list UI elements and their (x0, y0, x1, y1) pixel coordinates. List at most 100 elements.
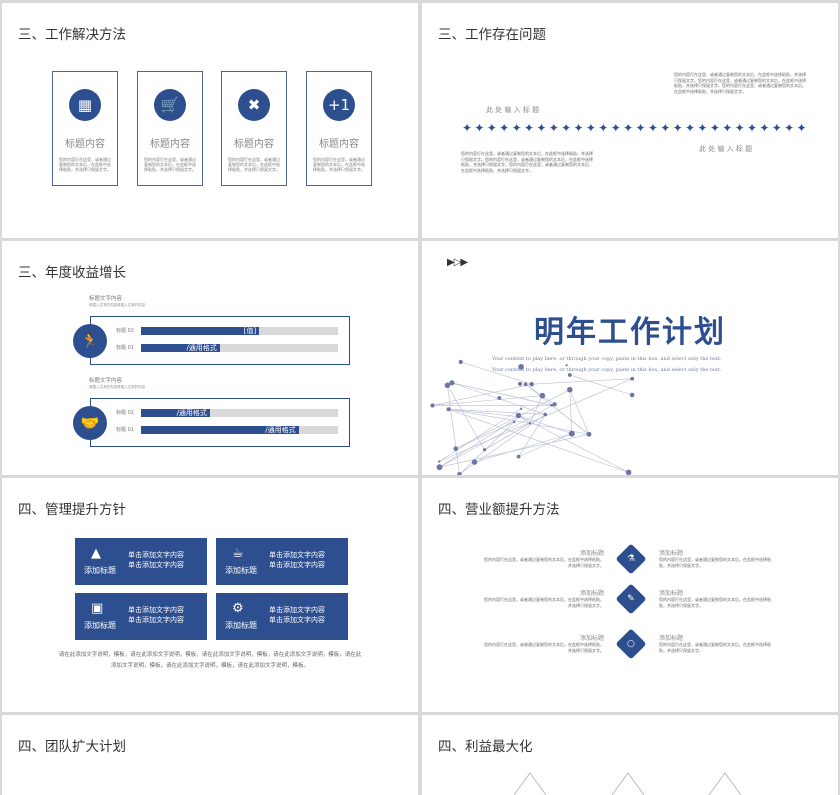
bar-group-box: 标题 02 /通用格式标题 01 /通用格式 (90, 398, 350, 447)
star-icon: ✦ (772, 121, 782, 135)
star-icon: ✦ (722, 121, 732, 135)
item-title: 添加标题 (659, 633, 777, 642)
text-block-top: 您的内容打在这里，或者通过复制您的文本后，在此框中选择粘贴，并选择只保留文字。您… (674, 72, 806, 94)
slide-revenue-methods[interactable]: 四、营业额提升方法 添加标题您的内容打在这里，或者通过复制您的文本后，在此框中选… (422, 478, 838, 712)
card-title: 标题内容 (222, 135, 286, 150)
star-icon: ✦ (673, 121, 683, 135)
network-line (440, 417, 520, 467)
slide-work-problems[interactable]: 三、工作存在问题 您的内容打在这里，或者通过复制您的文本后，在此框中选择粘贴，并… (422, 3, 838, 238)
network-line (459, 422, 514, 474)
star-divider: ✦✦✦✦✦✦✦✦✦✦✦✦✦✦✦✦✦✦✦✦✦✦✦✦✦✦✦✦ (462, 121, 807, 135)
network-node (445, 383, 451, 389)
policy-box[interactable]: ☕ 添加标题 单击添加文字内容单击添加文字内容 (216, 538, 348, 585)
network-line (530, 423, 589, 434)
text-block-bottom: 您的内容打在这里，或者通过复制您的文本后，在此框中选择粘贴，并选择只保留文字。您… (461, 151, 593, 173)
cover-subtitle-1: Your content to play here, or through yo… (492, 356, 721, 362)
box-title: 添加标题 (225, 620, 257, 631)
cover-title: 明年工作计划 (422, 307, 838, 351)
triangle-outline (612, 773, 644, 795)
bar-fill: /通用格式 (141, 426, 299, 434)
network-node (516, 413, 521, 418)
star-icon: ✦ (784, 121, 794, 135)
network-node (544, 413, 548, 417)
slide-title: 三、年度收益增长 (18, 261, 126, 281)
network-node (567, 387, 573, 393)
group-subtext: 请插入文本的内容请插入文本的内容 (89, 385, 145, 390)
slide-title: 四、管理提升方针 (18, 498, 126, 518)
network-line (518, 415, 628, 472)
star-icon: ✦ (536, 121, 546, 135)
solution-card[interactable]: ▦ 标题内容 您的内容打在这里，或者通过复制您的文本后，在此框中选择粘贴，并选择… (52, 71, 118, 186)
policy-box[interactable]: ▣ 添加标题 单击添加文字内容单击添加文字内容 (75, 593, 207, 640)
star-icon: ✦ (561, 121, 571, 135)
network-node (553, 402, 557, 406)
box-line: 单击添加文字内容 (269, 551, 325, 561)
network-line (485, 423, 530, 449)
network-line (440, 404, 555, 467)
network-line (447, 385, 484, 449)
star-icon: ✦ (474, 121, 484, 135)
star-icon: ✦ (586, 121, 596, 135)
right-item: 添加标题您的内容打在这里，或者通过复制您的文本后，在此框中选择粘贴，并选择只保留… (659, 548, 777, 568)
progress-bar: /通用格式 (141, 426, 338, 434)
network-node (472, 459, 478, 465)
card-body: 您的内容打在这里，或者通过复制您的文本后，在此框中选择粘贴，并选择只保留文字。 (307, 150, 371, 172)
policy-box[interactable]: ▲ 添加标题 单击添加文字内容单击添加文字内容 (75, 538, 207, 585)
lightbulb-icon: ○ (615, 628, 646, 659)
policy-box[interactable]: ⚙ 添加标题 单击添加文字内容单击添加文字内容 (216, 593, 348, 640)
cover-subtitle-2: Your content to play here, or through yo… (492, 367, 721, 373)
network-node (438, 460, 440, 462)
box-text: 单击添加文字内容单击添加文字内容 (269, 606, 325, 625)
star-icon: ✦ (735, 121, 745, 135)
network-node (630, 377, 634, 381)
left-item: 添加标题您的内容打在这里，或者通过复制您的文本后，在此框中选择粘贴，并选择只保留… (482, 548, 604, 568)
star-icon: ✦ (660, 121, 670, 135)
network-line (452, 383, 552, 405)
network-node (626, 470, 632, 475)
box-line: 单击添加文字内容 (269, 561, 325, 571)
group-heading: 标题文字内容 (89, 376, 122, 384)
solution-card[interactable]: ✖ 标题内容 您的内容打在这里，或者通过复制您的文本后，在此框中选择粘贴，并选择… (221, 71, 287, 186)
slide-profit-maximize[interactable]: 四、利益最大化 (422, 715, 838, 795)
bar-group-box: 标题 02 [值]标题 01 /通用格式 (90, 316, 350, 365)
slide-next-year-plan[interactable]: ▶▷▶ 明年工作计划 Your content to play here, or… (422, 241, 838, 475)
box-line: 单击添加文字内容 (269, 606, 325, 616)
sofa-icon: ▣ (91, 601, 103, 616)
solution-card[interactable]: 🛒 标题内容 您的内容打在这里，或者通过复制您的文本后，在此框中选择粘贴，并选择… (137, 71, 203, 186)
solution-card[interactable]: +1 标题内容 您的内容打在这里，或者通过复制您的文本后，在此框中选择粘贴，并选… (306, 71, 372, 186)
label-right: 此 处 输 入 标 题 (699, 144, 752, 154)
star-icon: ✦ (462, 121, 472, 135)
star-icon: ✦ (797, 121, 807, 135)
bar-label: 标题 02 (116, 409, 134, 416)
label-left: 此 处 输 入 标 题 (486, 105, 539, 115)
slide-work-solutions[interactable]: 三、工作解决方法 ▦ 标题内容 您的内容打在这里，或者通过复制您的文本后，在此框… (2, 3, 418, 238)
star-icon: ✦ (623, 121, 633, 135)
calendar-plus-one-icon: +1 (323, 89, 355, 121)
slide-annual-growth[interactable]: 三、年度收益增长 标题文字内容 请插入文本的内容请插入文本的内容 标题 02 [… (2, 241, 418, 475)
item-title: 添加标题 (659, 588, 777, 597)
network-node (529, 382, 533, 386)
slide-team-expansion[interactable]: 四、团队扩大计划 (2, 715, 418, 795)
card-title: 标题内容 (138, 135, 202, 150)
star-icon: ✦ (759, 121, 769, 135)
star-icon: ✦ (574, 121, 584, 135)
star-icon: ✦ (524, 121, 534, 135)
footer-note: 请在此添加文字说明，模板，请在此添加文字说明，模板，请在此添加文字说明，模板，请… (2, 650, 418, 672)
group-heading: 标题文字内容 (89, 294, 122, 302)
network-node (566, 364, 568, 366)
network-node (483, 448, 486, 451)
star-icon: ✦ (648, 121, 658, 135)
left-item: 添加标题您的内容打在这里，或者通过复制您的文本后，在此框中选择粘贴，并选择只保留… (482, 588, 604, 608)
slide-management-policy[interactable]: 四、管理提升方针 ▲ 添加标题 单击添加文字内容单击添加文字内容 ☕ 添加标题 … (2, 478, 418, 712)
item-body: 您的内容打在这里，或者通过复制您的文本后，在此框中选择粘贴，并选择只保留文字。 (659, 557, 777, 568)
network-node (430, 403, 434, 407)
network-line (570, 390, 589, 435)
network-node (518, 382, 522, 386)
footer-line: 添加文字说明，模板，请在此添加文字说明，模板，请在此添加文字说明，模板。 (2, 661, 418, 672)
star-icon: ✦ (487, 121, 497, 135)
box-line: 单击添加文字内容 (128, 606, 184, 616)
item-title: 添加标题 (482, 548, 604, 557)
bar-fill: [值] (141, 327, 259, 335)
star-icon: ✦ (549, 121, 559, 135)
group-subtext: 请插入文本的内容请插入文本的内容 (89, 303, 145, 308)
